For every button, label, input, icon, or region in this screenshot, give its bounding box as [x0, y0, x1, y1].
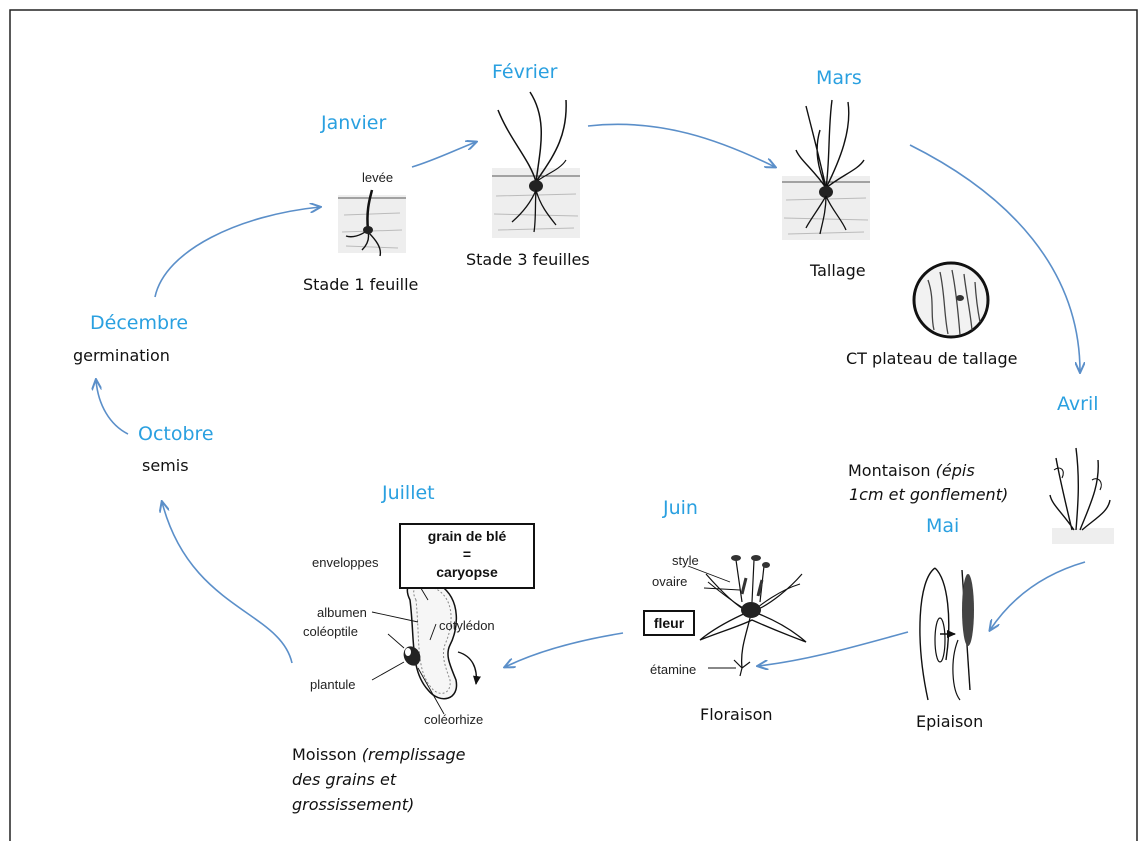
arrow-janvier-fevrier — [411, 142, 476, 168]
label-style: style — [672, 553, 699, 568]
grain-title-2: = — [462, 546, 472, 562]
montaison-detail-1: (épis — [935, 461, 975, 480]
month-mars: Mars — [816, 67, 862, 89]
month-decembre: Décembre — [90, 312, 189, 334]
label-stade-3-feuilles: Stade 3 feuilles — [466, 250, 590, 269]
label-ct-plateau: CT plateau de tallage — [846, 349, 1018, 368]
epiaison-illustration — [919, 567, 974, 701]
month-juillet: Juillet — [382, 482, 435, 504]
moisson-detail-2: des grains et — [292, 770, 397, 789]
label-moisson: Moisson (remplissage — [292, 745, 466, 764]
grain-illustration — [371, 559, 481, 715]
arrow-mai-epiaison — [990, 561, 1086, 630]
stade-1-feuille-illustration — [338, 189, 406, 257]
moisson-title: Moisson — [292, 745, 357, 764]
arrow-floraison-moisson — [505, 632, 624, 667]
label-coleorhize: coléorhize — [424, 712, 484, 727]
fleur-box: fleur — [643, 610, 695, 636]
label-semis: semis — [142, 456, 189, 475]
arrow-fevrier-mars — [587, 123, 775, 167]
month-fevrier: Février — [492, 61, 558, 83]
arrow-octobre-decembre — [96, 380, 129, 435]
label-coleoptile: coléoptile — [303, 624, 358, 639]
label-floraison: Floraison — [700, 705, 773, 724]
grain-title-box: grain de blé = caryopse — [399, 523, 535, 589]
label-stade-1-feuille: Stade 1 feuille — [303, 275, 419, 294]
ct-plateau-illustration — [912, 261, 990, 339]
label-epiaison: Epiaison — [916, 712, 984, 731]
montaison-title: Montaison — [848, 461, 931, 480]
arrow-decembre-janvier — [154, 207, 320, 298]
frame-border — [9, 9, 1138, 841]
label-etamine: étamine — [650, 662, 697, 677]
label-levee: levée — [362, 170, 394, 185]
month-avril: Avril — [1057, 393, 1099, 415]
label-plantule: plantule — [310, 677, 356, 692]
cycle-arrows — [96, 123, 1086, 667]
label-enveloppes: enveloppes — [312, 555, 379, 570]
moisson-detail-3: grossissement) — [292, 795, 415, 814]
arrow-mars-avril — [909, 144, 1080, 372]
label-cotyledon: cotylédon — [439, 618, 495, 633]
month-janvier: Janvier — [321, 112, 387, 134]
montaison-illustration — [1049, 447, 1114, 544]
moisson-detail-1: (remplissage — [361, 745, 466, 764]
montaison-detail-2: 1cm et gonflement) — [849, 485, 1009, 504]
label-montaison: Montaison (épis — [848, 461, 975, 480]
grain-title-3: caryopse — [436, 564, 498, 580]
tallage-illustration — [782, 99, 870, 240]
grain-title-1: grain de blé — [427, 528, 507, 544]
label-ovaire: ovaire — [652, 574, 688, 589]
stade-3-feuilles-illustration — [492, 91, 580, 238]
month-octobre: Octobre — [138, 423, 214, 445]
flower-illustration — [687, 555, 807, 677]
label-albumen: albumen — [317, 605, 367, 620]
label-germination: germination — [73, 346, 170, 365]
arrow-epiaison-floraison — [758, 631, 909, 666]
arrow-moisson-octobre — [162, 502, 293, 664]
month-juin: Juin — [663, 497, 698, 519]
label-tallage: Tallage — [810, 261, 866, 280]
month-mai: Mai — [926, 515, 960, 537]
